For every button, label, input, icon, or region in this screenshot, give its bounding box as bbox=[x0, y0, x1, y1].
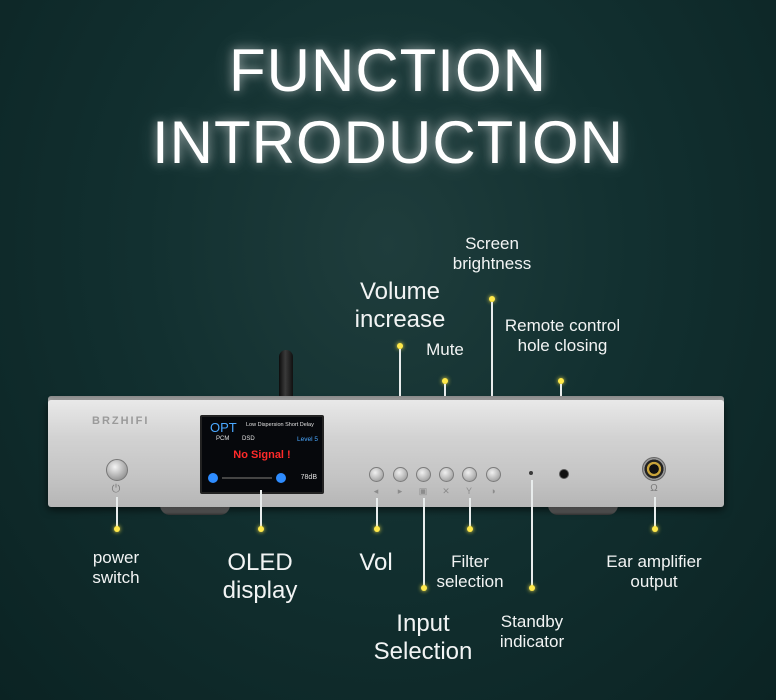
pointer-line bbox=[116, 497, 118, 527]
marker-dot bbox=[442, 378, 448, 384]
label-vol: Vol bbox=[359, 549, 393, 576]
oled-screen: OPT Low Dispersion Short Delay PCM DSD L… bbox=[200, 415, 324, 494]
speaker-icon bbox=[208, 473, 218, 483]
filter-icon: Y bbox=[465, 486, 472, 496]
volume-knob bbox=[276, 473, 286, 483]
filter-button[interactable] bbox=[462, 467, 477, 482]
label-mute: Mute bbox=[426, 340, 464, 359]
antenna bbox=[279, 350, 293, 405]
brand-logo: BRZHIFI bbox=[92, 415, 150, 427]
volume-down-button[interactable] bbox=[369, 467, 384, 482]
brightness-icon: ◑ bbox=[490, 486, 496, 496]
marker-dot bbox=[421, 585, 427, 591]
pointer-line bbox=[260, 490, 262, 527]
screen-mode: Low Dispersion Short Delay bbox=[246, 422, 314, 428]
marker-dot bbox=[258, 526, 264, 532]
marker-dot bbox=[652, 526, 658, 532]
pointer-line bbox=[469, 498, 471, 527]
screen-pcm: PCM bbox=[216, 436, 230, 442]
headphone-icon: Ω bbox=[650, 483, 658, 494]
marker-dot bbox=[374, 526, 380, 532]
power-button[interactable] bbox=[106, 459, 128, 481]
volume-up-button[interactable] bbox=[393, 467, 408, 482]
input-select-button[interactable] bbox=[416, 467, 431, 482]
mute-icon: ✕ bbox=[442, 486, 450, 496]
screen-dsd: DSD bbox=[242, 436, 255, 442]
brightness-button[interactable] bbox=[486, 467, 501, 482]
volume-bar bbox=[222, 477, 272, 479]
pointer-line bbox=[531, 480, 533, 586]
volume-up-icon: ▸ bbox=[397, 486, 403, 496]
marker-dot bbox=[397, 343, 403, 349]
mute-button[interactable] bbox=[439, 467, 454, 482]
screen-level: Level 5 bbox=[297, 436, 318, 443]
pointer-line bbox=[423, 498, 425, 586]
title-line-1: FUNCTION bbox=[229, 37, 547, 104]
pointer-line bbox=[376, 498, 378, 527]
marker-dot bbox=[529, 585, 535, 591]
dac-device bbox=[48, 400, 724, 507]
marker-dot bbox=[467, 526, 473, 532]
headphone-jack[interactable] bbox=[642, 457, 666, 481]
screen-input: OPT bbox=[210, 420, 237, 435]
volume-down-icon: ◂ bbox=[373, 486, 379, 496]
screen-status: No Signal ! bbox=[233, 449, 291, 461]
marker-dot bbox=[489, 296, 495, 302]
input-icon: ▣ bbox=[418, 486, 428, 496]
pointer-line bbox=[654, 497, 656, 527]
marker-dot bbox=[558, 378, 564, 384]
screen-volume: 78dB bbox=[300, 474, 317, 481]
title-line-2: INTRODUCTION bbox=[152, 109, 624, 176]
power-icon: ⏻ bbox=[111, 483, 121, 495]
pointer-line bbox=[491, 302, 493, 466]
ir-receiver bbox=[559, 469, 569, 479]
standby-led bbox=[529, 471, 533, 475]
marker-dot bbox=[114, 526, 120, 532]
